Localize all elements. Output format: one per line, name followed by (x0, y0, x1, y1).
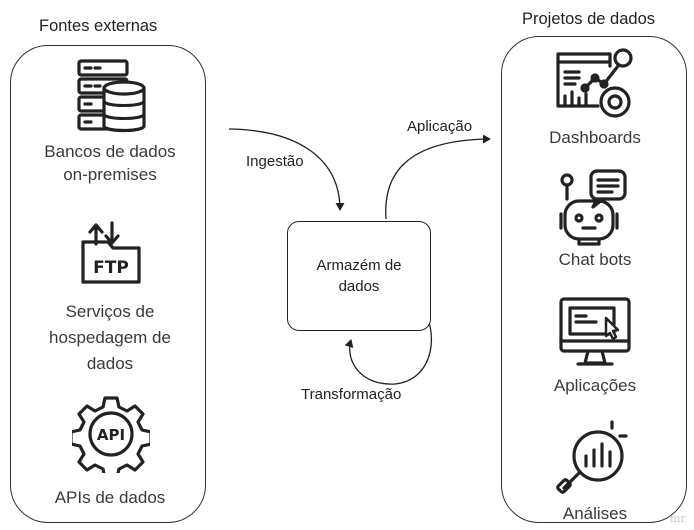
ingest-arrow (228, 128, 345, 211)
left-item-label-3: APIs de dados (54, 488, 166, 507)
svg-text:FTP: FTP (93, 258, 129, 278)
hub-label-line-1: Armazém de (316, 257, 402, 274)
transform-label: Transformação (301, 386, 402, 403)
monitor-app-icon (559, 297, 631, 366)
right-item-label-2: Chat bots (558, 250, 632, 269)
apply-label: Aplicação (407, 118, 473, 135)
hub-label-line-2: dados (338, 278, 380, 295)
ftp-folder-icon: FTP (81, 221, 141, 284)
analytics-magnifier-icon (556, 420, 628, 494)
right-item-label-3: Aplicações (553, 376, 637, 395)
right-group-title: Projetos de dados (522, 10, 656, 28)
left-item-label-1: Bancos de dados on-premises (44, 142, 176, 184)
transform-arrow (344, 303, 432, 385)
dashboard-icon (556, 48, 633, 118)
chatbot-icon (559, 169, 627, 246)
left-group-title: Fontes externas (39, 17, 158, 35)
watermark: mr (670, 512, 686, 525)
left-item-label-2: Serviços de hospedagem de dados (49, 302, 171, 373)
ingest-label: Ingestão (246, 153, 304, 170)
api-gear-icon: API (72, 396, 150, 473)
right-item-label-1: Dashboards (549, 128, 641, 147)
right-item-label-4: Análises (562, 504, 628, 523)
right-panel (501, 36, 687, 523)
database-server-icon (77, 59, 146, 133)
apply-arrow (385, 134, 491, 220)
svg-text:API: API (97, 426, 125, 444)
data-warehouse-box: Armazém de dados (287, 221, 431, 331)
